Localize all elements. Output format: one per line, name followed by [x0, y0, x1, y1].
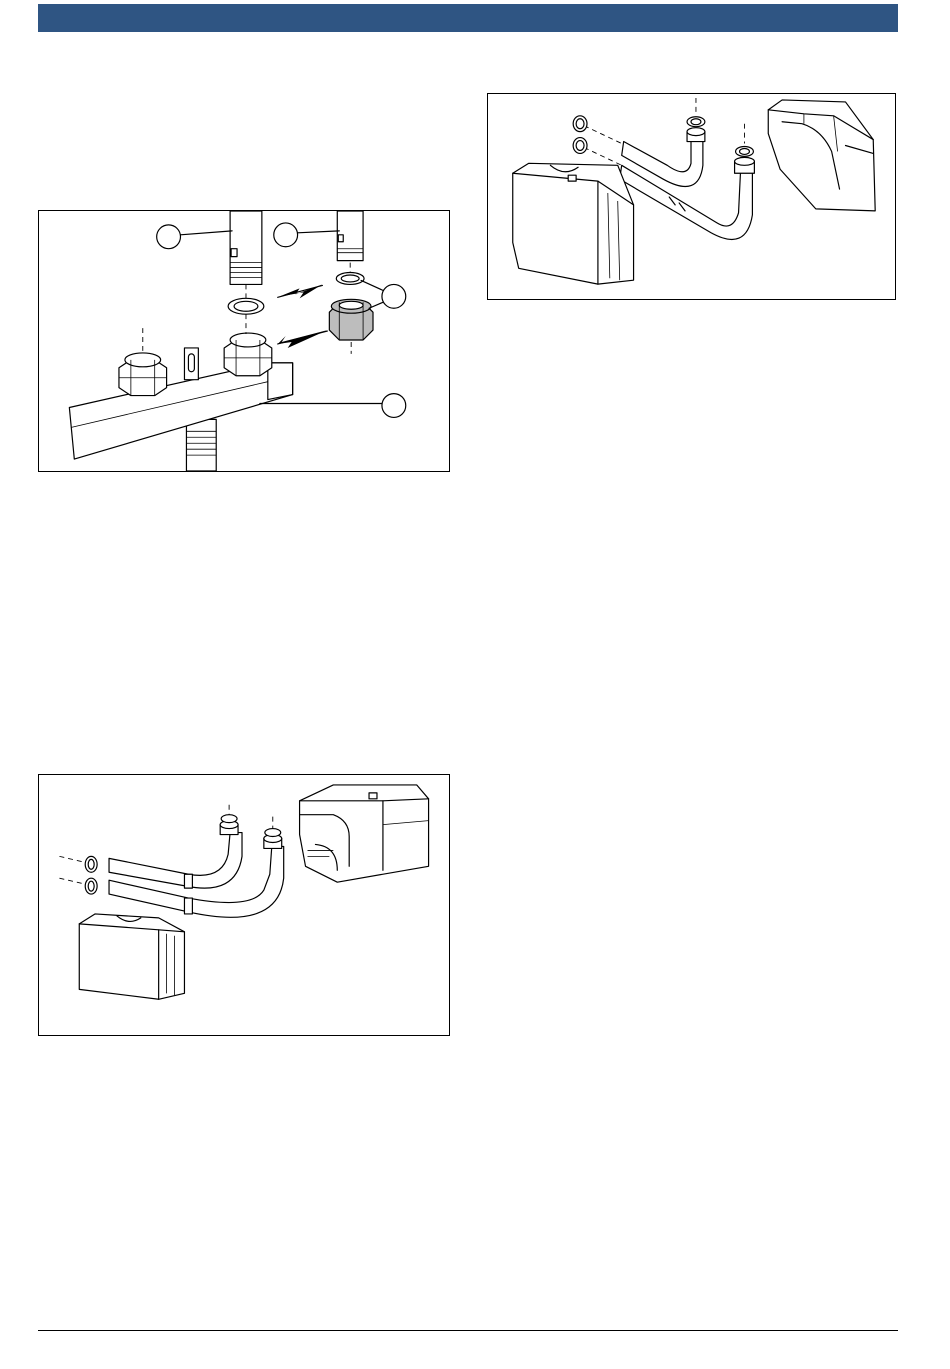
pipe-right: [337, 211, 363, 261]
insulation-block-left: [513, 163, 634, 284]
right-nut: [224, 333, 272, 376]
pipe-left: [230, 211, 262, 284]
ring-lower-left: [85, 878, 97, 894]
callout-2: [274, 223, 298, 247]
insulation-block-right: [768, 100, 875, 211]
pipe-insulation-right-illustration: [488, 94, 895, 299]
arrow-lower: [278, 331, 328, 344]
pipe-insulation-left-illustration: [39, 775, 449, 1035]
insulation-block-top: [300, 785, 429, 882]
wall-bracket: [184, 348, 198, 380]
pipe-upper: [109, 821, 242, 888]
figure-pipe-insulation-left: [38, 774, 450, 1036]
callout-4: [382, 394, 406, 418]
callout-3: [382, 284, 406, 308]
ring-upper-left: [85, 856, 97, 872]
figure-pipe-insulation-right: [487, 93, 896, 300]
union-nut: [329, 299, 373, 340]
manifold-bar: [69, 363, 292, 459]
figure-manifold-connection: [38, 210, 450, 472]
footer-rule: [38, 1330, 898, 1331]
left-nut: [119, 353, 167, 396]
seal-ring-small: [336, 273, 364, 285]
insulation-block-bottom: [79, 914, 184, 999]
manifold-illustration: [39, 211, 449, 471]
lower-stub: [186, 419, 216, 471]
callout-1: [157, 225, 181, 249]
page-header-bar: [38, 4, 898, 32]
